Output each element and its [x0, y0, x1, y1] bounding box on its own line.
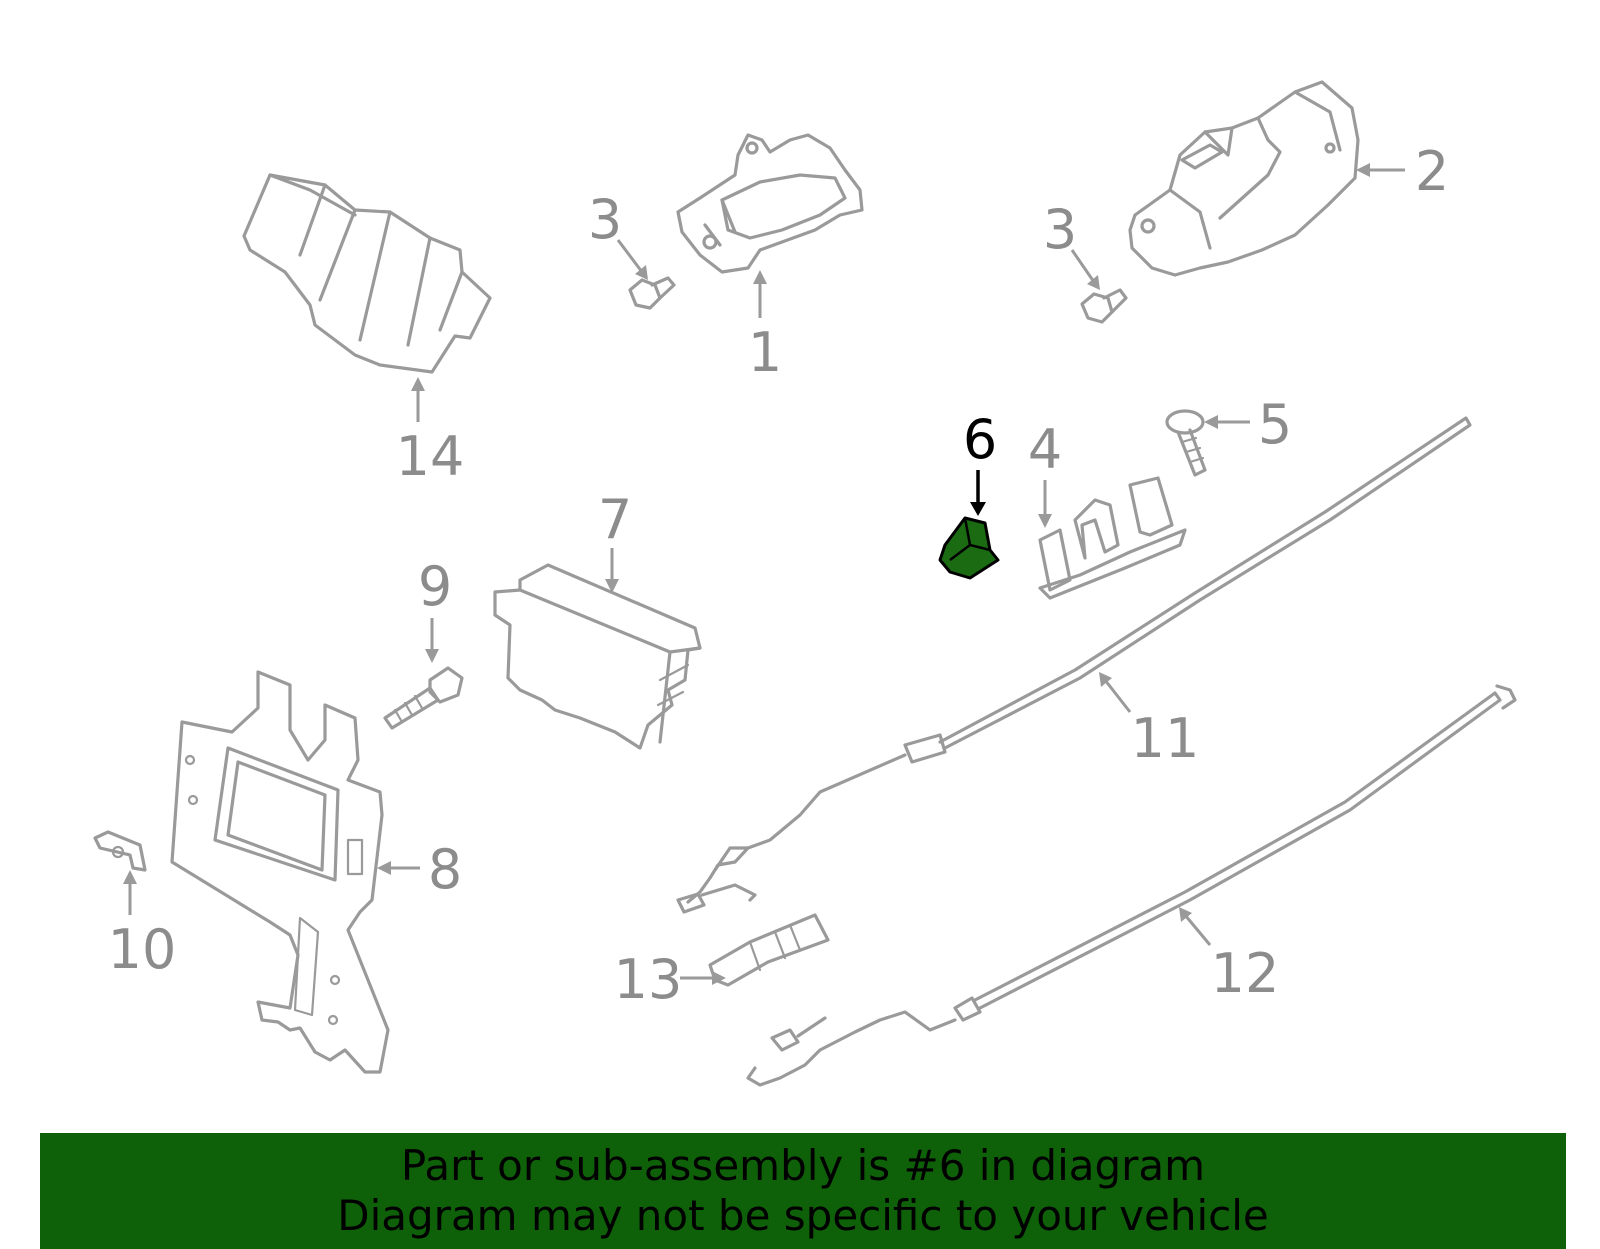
part-6-highlighted: [938, 516, 1000, 580]
callout-4: 4: [1028, 418, 1062, 481]
banner-line-2: Diagram may not be specific to your vehi…: [337, 1191, 1269, 1240]
callout-11: 11: [1131, 707, 1200, 770]
part-3-screw-left: [628, 276, 676, 310]
callout-7: 7: [598, 488, 632, 551]
part-4-bracket: [1038, 476, 1187, 600]
callout-14: 14: [396, 425, 465, 488]
callout-8: 8: [428, 838, 462, 901]
callout-3-left: 3: [588, 188, 622, 251]
part-1-actuator: [676, 133, 864, 274]
part-10-clip: [93, 830, 147, 872]
callout-13: 13: [614, 948, 683, 1011]
callout-5: 5: [1258, 393, 1292, 456]
callout-1: 1: [748, 321, 782, 384]
part-5-screw: [1165, 409, 1207, 477]
part-7-module: [493, 563, 702, 750]
part-11-cable: [676, 416, 1472, 914]
callout-arrows: [123, 163, 1405, 985]
banner-line-1: Part or sub-assembly is #6 in diagram: [400, 1141, 1206, 1190]
callout-2: 2: [1415, 140, 1449, 203]
callout-12: 12: [1211, 942, 1280, 1005]
part-12-cable: [746, 684, 1517, 1087]
part-2-latch: [1128, 80, 1360, 277]
part-8-display-bracket: [170, 670, 390, 1074]
part-9-bolt: [383, 666, 464, 730]
callout-10: 10: [108, 918, 177, 981]
callout-9: 9: [418, 555, 452, 618]
part-13-connector: [708, 913, 830, 987]
callout-3-right: 3: [1043, 198, 1077, 261]
callout-6: 6: [963, 408, 997, 471]
info-banner: Part or sub-assembly is #6 in diagram Di…: [40, 1133, 1566, 1249]
part-14-housing: [242, 173, 492, 374]
part-3-screw-right: [1080, 288, 1128, 324]
